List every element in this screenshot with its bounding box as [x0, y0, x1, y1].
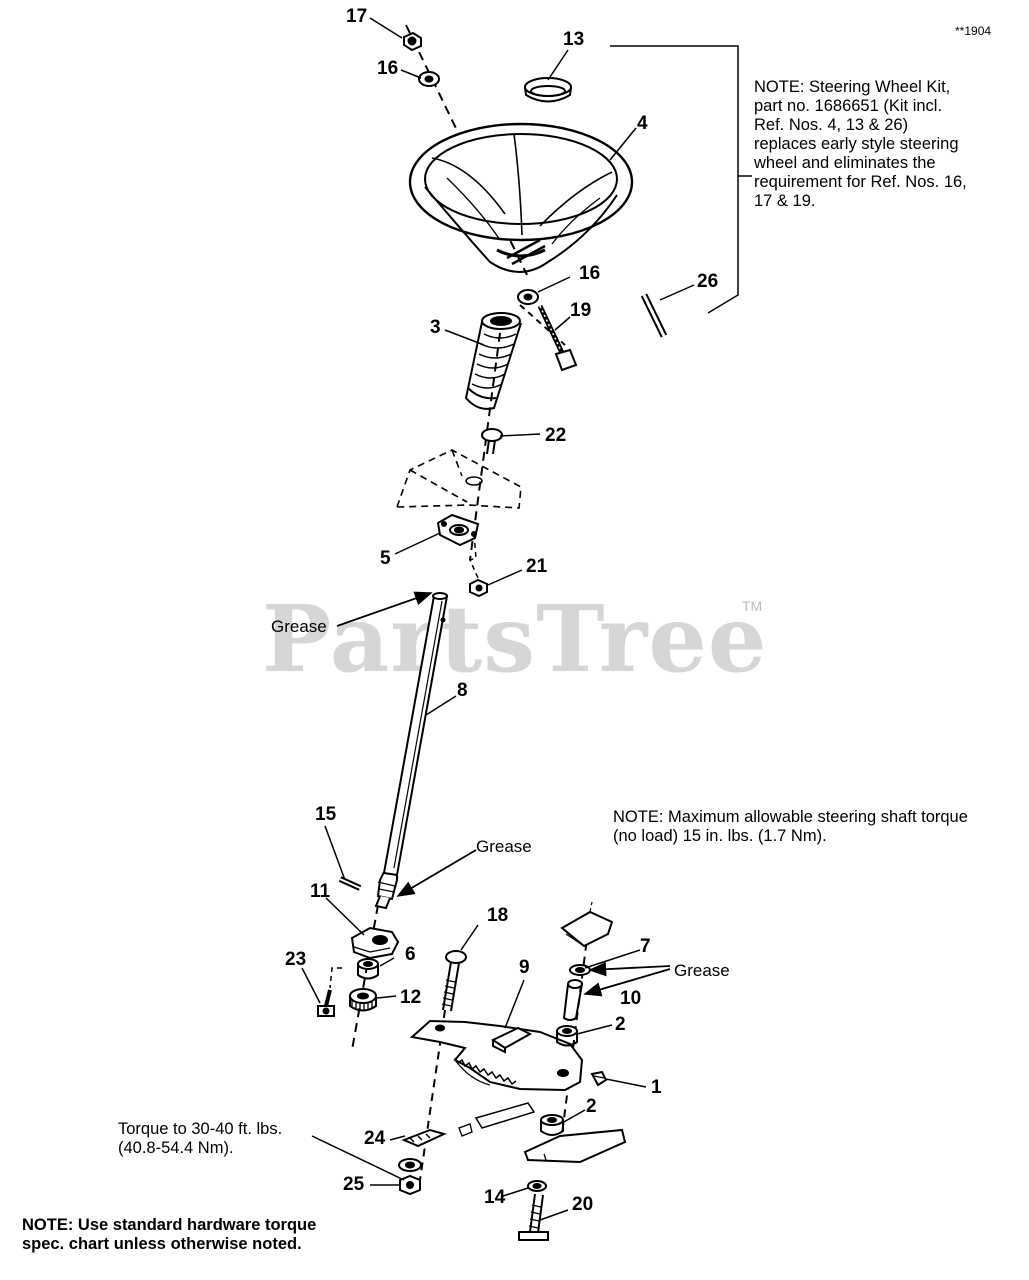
frame-pad-phantom — [560, 901, 614, 948]
watermark-trademark: TM — [742, 598, 763, 614]
part-label-2-lower: 2 — [586, 1096, 597, 1117]
part-label-1: 1 — [651, 1077, 662, 1098]
part-2-bushing-upper — [556, 1025, 578, 1047]
part-16-washer-top — [418, 71, 440, 87]
part-16-washer-lower — [517, 289, 539, 305]
part-1-grease-fitting — [590, 1070, 608, 1087]
part-8-steering-shaft — [374, 592, 449, 910]
grease-callout-pinion: Grease — [476, 837, 532, 856]
part-label-8: 8 — [457, 680, 468, 701]
part-25-nut — [399, 1174, 421, 1196]
part-label-22: 22 — [545, 425, 567, 446]
part-label-13: 13 — [563, 29, 585, 50]
part-26-pin — [640, 293, 668, 338]
part-18-carriage-bolt — [441, 950, 467, 1012]
diagram-code: **1904 — [955, 24, 992, 38]
part-label-20: 20 — [572, 1194, 594, 1215]
part-17-nut — [403, 31, 422, 52]
part-label-7: 7 — [640, 936, 651, 957]
part-label-11: 11 — [310, 881, 331, 902]
part-label-5: 5 — [380, 548, 391, 569]
lower-bracket — [523, 1128, 627, 1164]
part-label-3: 3 — [430, 317, 441, 338]
part-11-pinion-bracket — [350, 926, 400, 960]
part-6-bushing — [357, 958, 379, 980]
part-24-bracket — [398, 1128, 447, 1172]
watermark: PartsTree — [262, 585, 768, 693]
part-label-16-lower: 16 — [579, 263, 601, 284]
part-2-bushing-lower — [540, 1114, 564, 1136]
part-7-washer — [569, 964, 591, 976]
note-steering-wheel-kit: NOTE: Steering Wheel Kit, part no. 16866… — [754, 78, 967, 210]
drag-link — [458, 1102, 536, 1137]
part-20-bolt — [518, 1193, 549, 1241]
note-hardware-torque: NOTE: Use standard hardware torque spec.… — [22, 1216, 317, 1253]
part-label-15: 15 — [315, 804, 337, 825]
part-label-10: 10 — [620, 988, 642, 1009]
part-23-screw — [317, 989, 335, 1017]
part-9-sector-gear — [409, 1019, 584, 1092]
axis-lower — [351, 904, 379, 1051]
note-bolt-torque: Torque to 30-40 ft. lbs. (40.8-54.4 Nm). — [118, 1120, 283, 1157]
part-15-roll-pin — [338, 876, 362, 891]
grease-callout-sleeve: Grease — [674, 961, 730, 980]
part-label-14: 14 — [484, 1187, 506, 1208]
note-shaft-torque: NOTE: Maximum allowable steering shaft t… — [613, 808, 968, 845]
part-label-17: 17 — [346, 6, 368, 27]
part-label-16-top: 16 — [377, 58, 399, 79]
part-label-9: 9 — [519, 957, 530, 978]
mounting-plate-phantom — [395, 449, 522, 509]
part-5-bearing-flange — [436, 513, 480, 547]
part-3-spline-adapter — [464, 312, 522, 410]
part-21-locknut — [469, 578, 488, 598]
part-label-4: 4 — [637, 113, 648, 134]
part-label-12: 12 — [400, 987, 422, 1008]
part-label-24: 24 — [364, 1128, 386, 1149]
part-10-sleeve — [562, 979, 583, 1021]
part-label-26: 26 — [697, 271, 719, 292]
part-label-21: 21 — [526, 556, 548, 577]
part-label-19: 19 — [570, 300, 592, 321]
part-22-carriage-bolt — [481, 428, 503, 455]
part-label-2-upper: 2 — [615, 1014, 626, 1035]
part-label-23: 23 — [285, 949, 307, 970]
part-13-cap — [524, 77, 572, 103]
part-label-18: 18 — [487, 905, 509, 926]
part-label-25: 25 — [343, 1174, 365, 1195]
part-4-steering-wheel — [408, 122, 634, 273]
part-12-pinion-gear — [349, 988, 377, 1012]
part-19-bolt — [537, 304, 578, 372]
part-14-washer — [527, 1180, 547, 1192]
grease-callout-shaft: Grease — [271, 617, 327, 636]
part-label-6: 6 — [405, 944, 416, 965]
